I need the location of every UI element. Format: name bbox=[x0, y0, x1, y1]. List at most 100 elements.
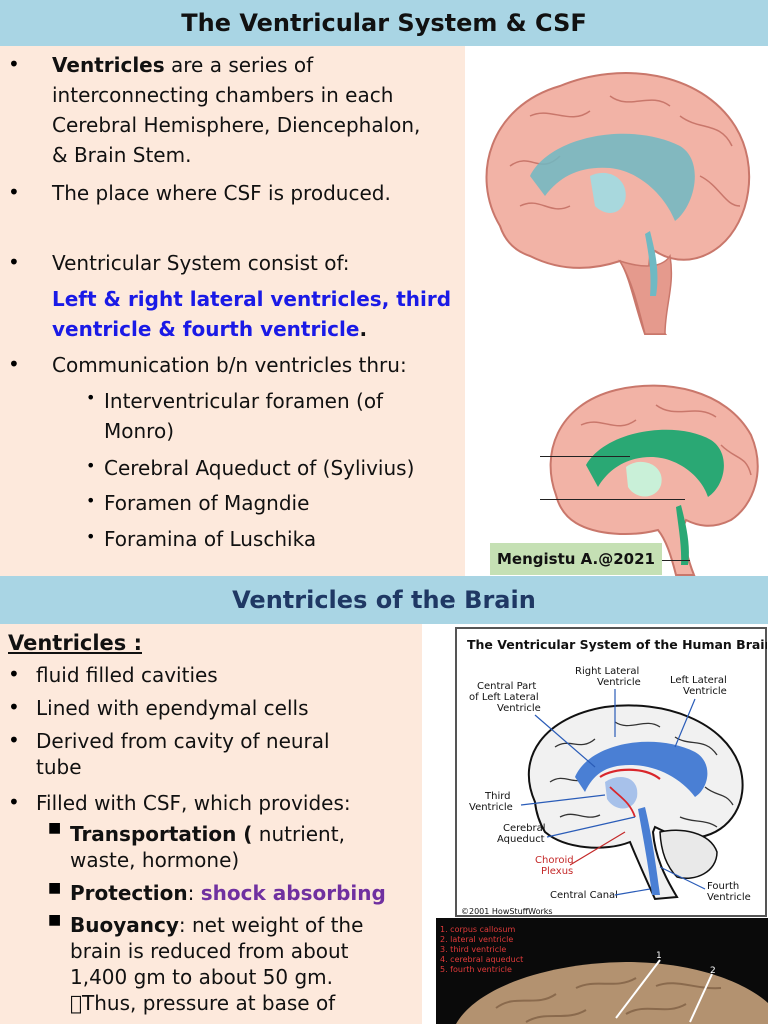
item-derived-line1: Derived from cavity of neural bbox=[36, 729, 330, 753]
bullet-ventricles-line3: Cerebral Hemisphere, Diencephalon, bbox=[52, 113, 421, 137]
bullet-dot: • bbox=[8, 52, 20, 76]
fourth-ventricle-blue bbox=[645, 231, 658, 296]
bullet-dot: • bbox=[8, 790, 20, 814]
sub-protection: Protection: shock absorbing bbox=[70, 881, 386, 905]
item-fluid-cavities: fluid filled cavities bbox=[36, 663, 218, 687]
label-copyright: ©2001 HowStuffWorks bbox=[461, 907, 553, 916]
brain-dissection-photo: 1. corpus callosum 2. lateral ventricle … bbox=[436, 918, 768, 1024]
photo-arrow-1 bbox=[615, 959, 661, 1019]
square-bullet: ■ bbox=[48, 880, 62, 896]
bullet-system-consists: Ventricular System consist of: bbox=[52, 251, 350, 275]
item-derived-line2: tube bbox=[36, 755, 82, 779]
section2-text-panel: Ventricles : • fluid filled cavities • L… bbox=[0, 624, 422, 1024]
diagram-fourth-ventricle bbox=[638, 807, 660, 895]
sub-foramen-magendie: Foramen of Magndie bbox=[104, 491, 310, 515]
section2-title-bar: Ventricles of the Brain bbox=[0, 576, 768, 624]
sub-interventricular-line1: Interventricular foramen (of bbox=[104, 389, 384, 413]
section2-title: Ventricles of the Brain bbox=[232, 586, 536, 614]
legend-item-5: 5. fourth ventricle bbox=[440, 965, 512, 974]
label-third-ventricle-2: Ventricle bbox=[469, 802, 513, 813]
label-left-lateral-2: Ventricle bbox=[683, 686, 727, 697]
diagram-choroid-plexus bbox=[599, 768, 661, 780]
pointer-line bbox=[540, 456, 630, 457]
sub-foramina-luschka: Foramina of Luschika bbox=[104, 527, 317, 551]
specimen-folds bbox=[495, 977, 722, 1023]
lateral-ventricle-green bbox=[586, 429, 724, 497]
pointer-line bbox=[540, 499, 685, 500]
ventricular-system-diagram: The Ventricular System of the Human Brai… bbox=[455, 627, 767, 917]
sub-buoyancy-line1: Buoyancy: net weight of the bbox=[70, 913, 364, 937]
diagram-choroid-plexus bbox=[609, 786, 636, 818]
bullet-ventricles-line1: Ventricles are a series of bbox=[52, 53, 314, 77]
sub-cerebral-aqueduct: Cerebral Aqueduct of (Sylivius) bbox=[104, 456, 415, 480]
section1-text-panel: • Ventricles are a series of interconnec… bbox=[0, 46, 465, 576]
bullet-dot: • bbox=[8, 662, 20, 686]
fourth-ventricle-green bbox=[676, 505, 689, 565]
sub-buoyancy-line4: Thus, pressure at base of bbox=[70, 991, 335, 1015]
photo-arrow-2 bbox=[689, 973, 713, 1023]
sub-bullet-dot: • bbox=[86, 491, 96, 510]
label-central-part-2: of Left Lateral bbox=[469, 692, 539, 703]
label-third-ventricle-1: Third bbox=[484, 791, 511, 802]
label-fourth-ventricle-1: Fourth bbox=[707, 881, 739, 892]
brain-illustration-blue bbox=[485, 72, 751, 335]
diagram-third-ventricle bbox=[605, 777, 638, 809]
diagram-title: The Ventricular System of the Human Brai… bbox=[467, 637, 767, 652]
third-ventricle-green bbox=[626, 461, 662, 497]
label-right-lateral-2: Ventricle bbox=[597, 677, 641, 688]
label-cerebral-aqueduct-2: Aqueduct bbox=[497, 834, 545, 845]
ventricle-list-line2: ventricle & fourth ventricle. bbox=[52, 317, 368, 341]
bullet-dot: • bbox=[8, 250, 20, 274]
ventricle-list-line1: Left & right lateral ventricles, third bbox=[52, 287, 452, 311]
legend-item-3: 3. third ventricle bbox=[440, 945, 506, 954]
square-bullet: ■ bbox=[48, 912, 62, 928]
sub-bullet-dot: • bbox=[86, 456, 96, 475]
sub-transportation-line1: Transportation ( nutrient, bbox=[70, 822, 345, 846]
sub-bullet-dot: • bbox=[86, 388, 96, 407]
legend-item-1: 1. corpus callosum bbox=[440, 925, 515, 934]
ventricles-heading: Ventricles : bbox=[8, 631, 142, 655]
gyri-lines bbox=[580, 404, 752, 476]
label-central-part-3: Ventricle bbox=[497, 703, 541, 714]
cut-off-line bbox=[70, 1016, 190, 1024]
label-choroid-2: Plexus bbox=[541, 866, 573, 877]
sub-buoyancy-line3: 1,400 gm to about 50 gm. bbox=[70, 965, 333, 989]
leader-line-choroid bbox=[569, 831, 626, 866]
square-bullet: ■ bbox=[48, 820, 62, 836]
label-cerebral-aqueduct-1: Cerebral bbox=[503, 823, 546, 834]
item-filled-csf: Filled with CSF, which provides: bbox=[36, 791, 351, 815]
label-right-lateral-1: Right Lateral bbox=[575, 666, 639, 677]
label-central-canal: Central Canal bbox=[550, 890, 618, 901]
sub-transportation-line2: waste, hormone) bbox=[70, 848, 240, 872]
bullet-dot: • bbox=[8, 728, 20, 752]
item-ependymal: Lined with ependymal cells bbox=[36, 696, 309, 720]
label-left-lateral-1: Left Lateral bbox=[670, 675, 727, 686]
sub-bullet-dot: • bbox=[86, 527, 96, 546]
section1-title-bar: The Ventricular System & CSF bbox=[0, 0, 768, 46]
diagram-lateral-ventricle bbox=[575, 741, 708, 797]
bullet-communication: Communication b/n ventricles thru: bbox=[52, 353, 407, 377]
section1-title: The Ventricular System & CSF bbox=[181, 9, 587, 37]
sub-interventricular-line2: Monro) bbox=[104, 419, 174, 443]
leader-lines bbox=[520, 689, 706, 896]
bullet-ventricles-line2: interconnecting chambers in each bbox=[52, 83, 394, 107]
bullet-dot: • bbox=[8, 695, 20, 719]
label-choroid-1: Choroid bbox=[535, 855, 574, 866]
diagram-cerebellum bbox=[659, 829, 718, 879]
legend-item-4: 4. cerebral aqueduct bbox=[440, 955, 523, 964]
bullet-dot: • bbox=[8, 180, 20, 204]
label-fourth-ventricle-2: Ventricle bbox=[707, 892, 751, 903]
author-credit: Mengistu A.@2021 bbox=[490, 543, 662, 575]
brainstem bbox=[618, 254, 673, 335]
gyri-lines bbox=[509, 95, 741, 210]
lateral-ventricle-blue bbox=[530, 133, 695, 221]
pointer-line bbox=[662, 560, 690, 561]
third-ventricle-blue bbox=[590, 172, 626, 213]
legend-item-2: 2. lateral ventricle bbox=[440, 935, 513, 944]
bullet-dot: • bbox=[8, 352, 20, 376]
brain-specimen bbox=[456, 962, 768, 1024]
bullet-csf-produced: The place where CSF is produced. bbox=[52, 181, 391, 205]
bullet-ventricles-line4: & Brain Stem. bbox=[52, 143, 192, 167]
photo-number-1: 1 bbox=[656, 951, 662, 961]
brain-illustration-green bbox=[549, 384, 759, 576]
